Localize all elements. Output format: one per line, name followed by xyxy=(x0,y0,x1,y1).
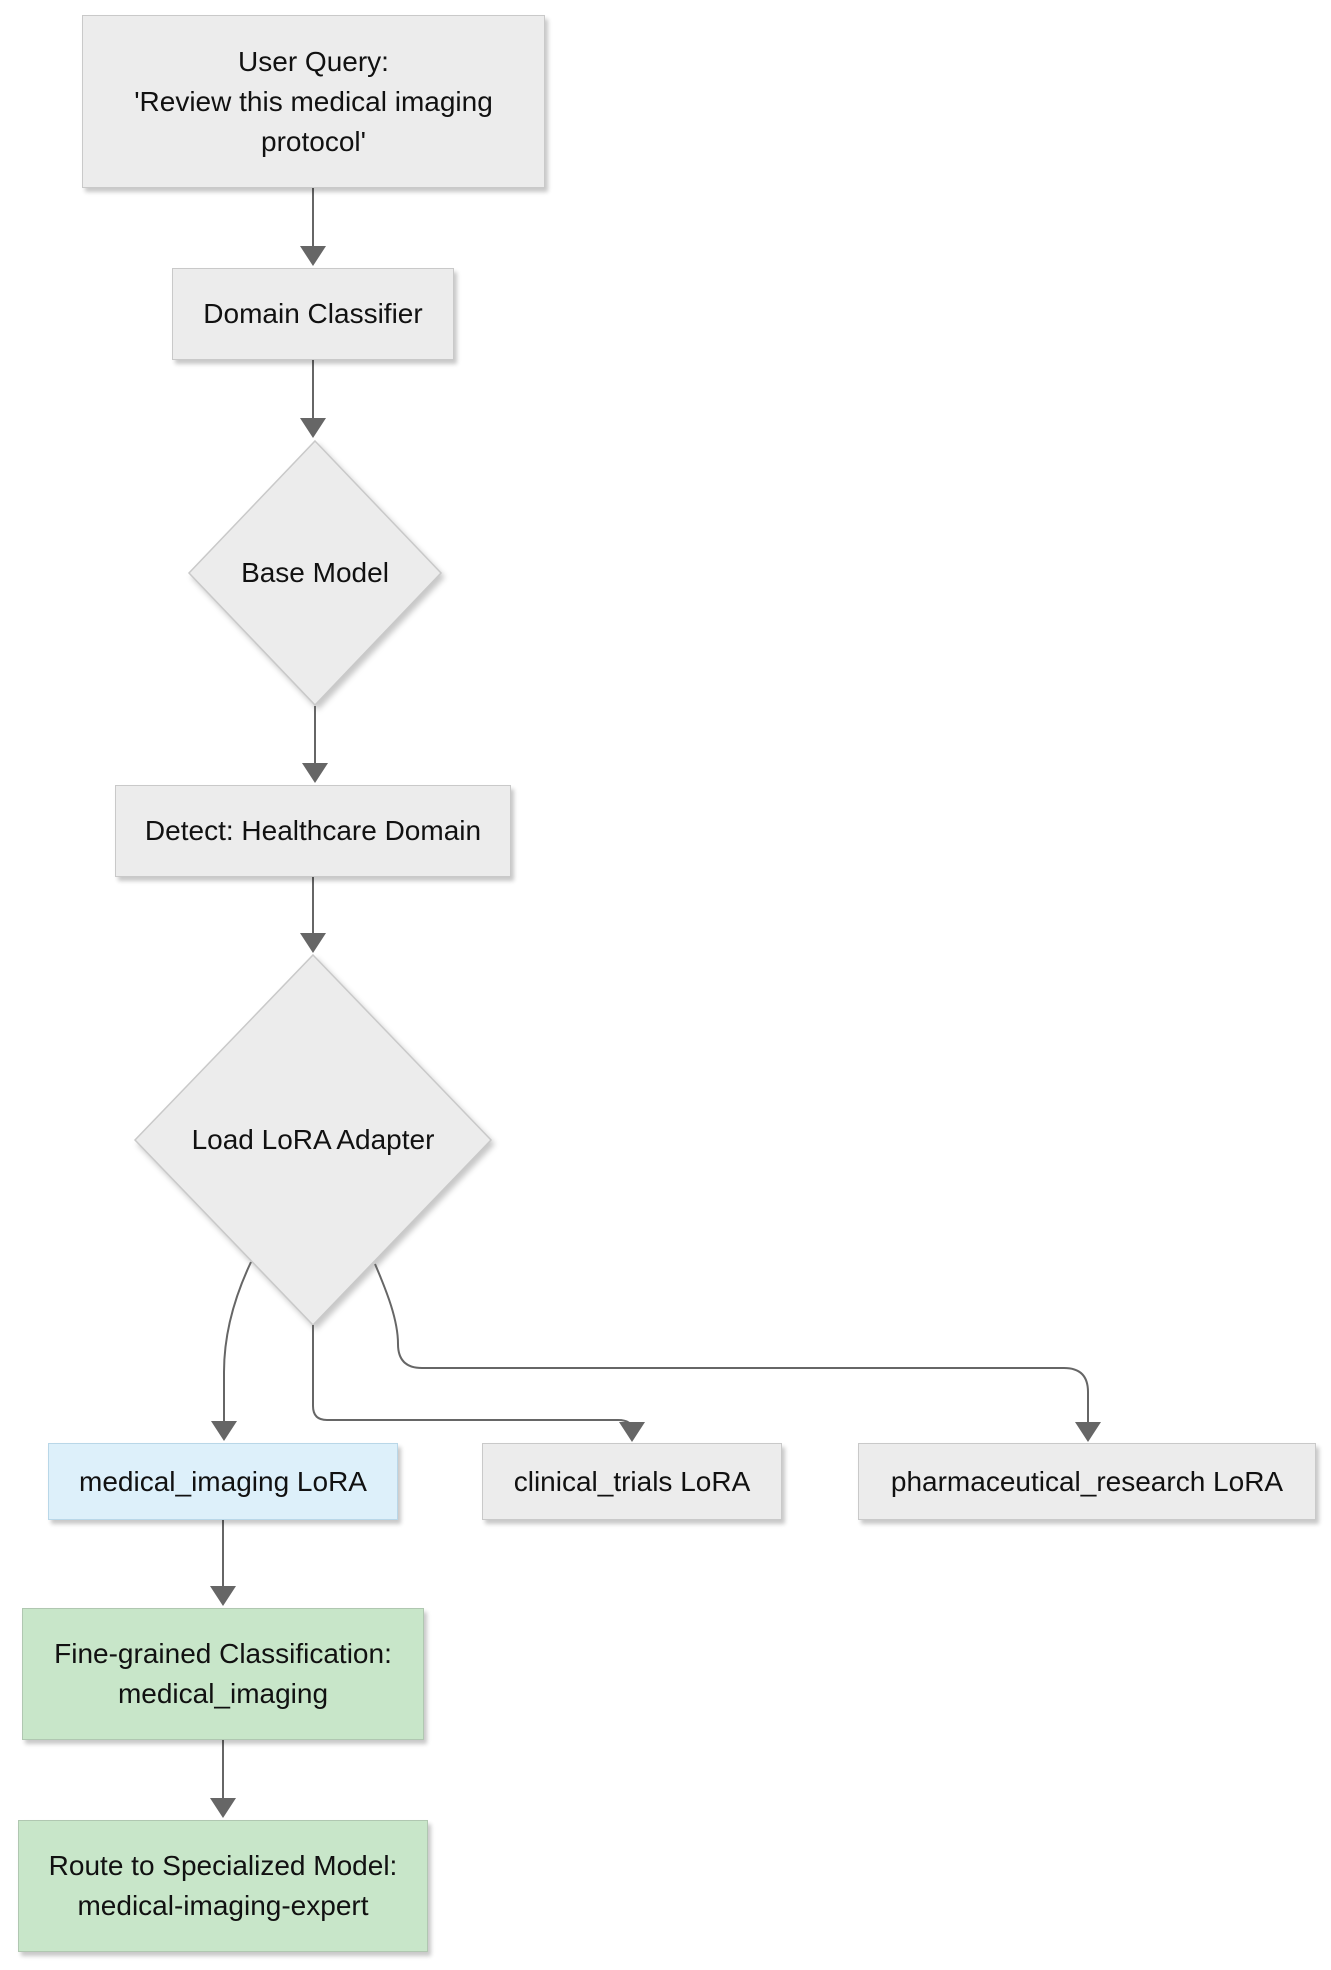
node-user-query-line2: 'Review this medical imaging xyxy=(134,85,493,117)
arrowhead-icon xyxy=(210,1798,236,1818)
arrowhead-icon xyxy=(300,418,326,438)
node-route-to-specialized-model-line1: Route to Specialized Model: xyxy=(48,1850,398,1881)
diamond-base-model xyxy=(187,439,443,707)
node-fine-grained-classification-line1: Fine-grained Classification: xyxy=(54,1638,392,1669)
node-load-lora-adapter-label: Load LoRA Adapter xyxy=(191,1124,435,1155)
node-detect-healthcare-domain: Detect: Healthcare Domain xyxy=(115,785,511,877)
arrowhead-icon xyxy=(300,933,326,953)
node-clinical-trials-lora-label: clinical_trials LoRA xyxy=(513,1465,751,1497)
arrowhead-icon xyxy=(211,1421,237,1441)
edge-load-lora-to-medical-imaging xyxy=(223,1261,252,1423)
node-fine-grained-classification: Fine-grained Classification: medical_ima… xyxy=(22,1608,424,1740)
node-medical-imaging-lora: medical_imaging LoRA xyxy=(48,1443,398,1520)
node-pharmaceutical-research-lora: pharmaceutical_research LoRA xyxy=(858,1443,1316,1520)
node-user-query-line1: User Query: xyxy=(238,45,389,77)
node-domain-classifier-label: Domain Classifier xyxy=(203,298,423,329)
node-user-query-line3: protocol' xyxy=(261,125,366,157)
arrowhead-icon xyxy=(619,1422,645,1442)
arrowhead-icon xyxy=(210,1586,236,1606)
node-domain-classifier: Domain Classifier xyxy=(172,268,454,360)
arrowhead-icon xyxy=(300,246,326,266)
arrowhead-icon xyxy=(302,763,328,783)
node-pharmaceutical-research-lora-label: pharmaceutical_research LoRA xyxy=(890,1465,1284,1497)
edge-load-lora-to-pharmaceutical-research xyxy=(374,1263,1089,1424)
node-user-query: User Query: 'Review this medical imaging… xyxy=(82,15,545,188)
edge-load-lora-to-clinical-trials xyxy=(312,1325,633,1431)
node-fine-grained-classification-line2: medical_imaging xyxy=(117,1678,329,1709)
node-base-model-label: Base Model xyxy=(241,557,389,588)
node-medical-imaging-lora-label: medical_imaging LoRA xyxy=(79,1465,367,1497)
node-route-to-specialized-model-line2: medical-imaging-expert xyxy=(77,1890,369,1921)
node-detect-healthcare-domain-label: Detect: Healthcare Domain xyxy=(144,815,482,846)
arrowhead-icon xyxy=(1075,1422,1101,1442)
node-route-to-specialized-model: Route to Specialized Model: medical-imag… xyxy=(18,1820,428,1952)
node-clinical-trials-lora: clinical_trials LoRA xyxy=(482,1443,782,1520)
